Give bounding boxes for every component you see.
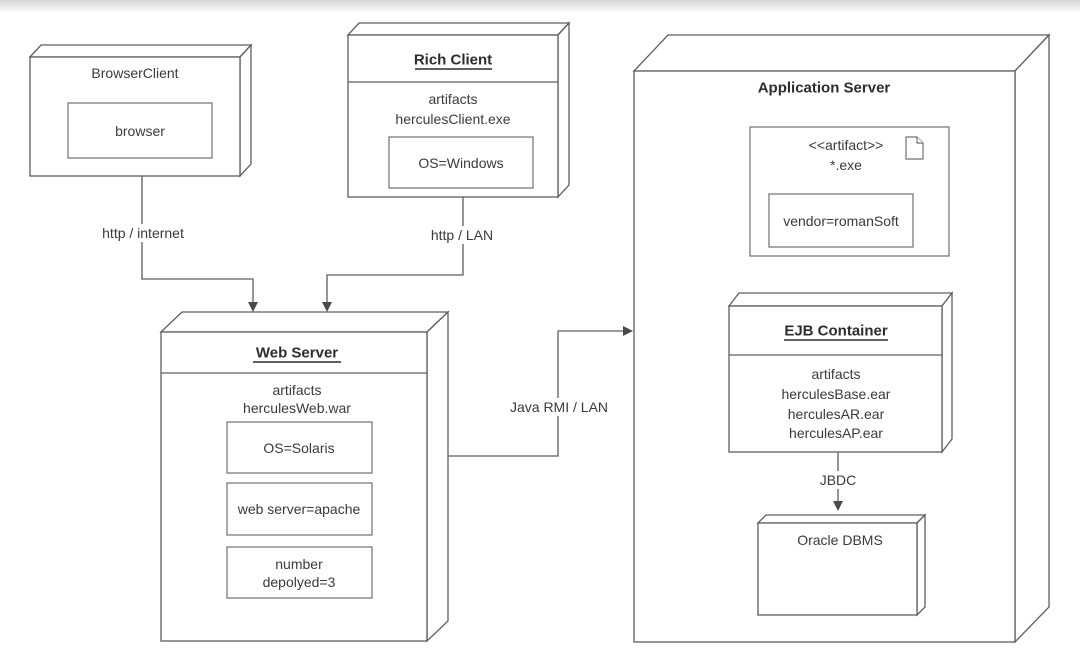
node-title: Rich Client: [414, 52, 492, 69]
node-top-face: [727, 292, 954, 307]
connector-line: [326, 197, 464, 302]
artifact-name: herculesBase.ear: [782, 386, 891, 402]
connector-line: [448, 330, 623, 457]
node-title: Application Server: [758, 80, 891, 97]
node-web-server: Web Server artifacts herculesWeb.war OS=…: [159, 310, 450, 643]
arrowhead-right: [623, 326, 633, 336]
connector-label-bg: [502, 398, 616, 416]
connector-label-bg: [424, 226, 500, 244]
node-side-face: [426, 310, 449, 643]
document-icon: [905, 136, 924, 160]
property-label-number-line2: depolyed=3: [263, 574, 336, 590]
node-browser-client: BrowserClient browser: [28, 43, 253, 178]
node-top-face: [756, 514, 927, 524]
artifact-exe: <<artifact>> *.exe vendor=romanSoft: [749, 126, 950, 257]
property-box-number: [226, 546, 373, 599]
node-front-face: [728, 305, 943, 453]
arrowhead-down: [833, 501, 843, 511]
node-top-face: [28, 44, 253, 58]
artifacts-heading: artifacts: [272, 382, 321, 398]
property-label: vendor=romanSoft: [783, 213, 899, 229]
node-top-face: [159, 311, 450, 333]
property-label: OS=Windows: [418, 155, 503, 171]
arrowhead-down: [248, 302, 258, 312]
property-box-os: [226, 421, 373, 474]
property-label-os: OS=Solaris: [263, 440, 334, 456]
connector-label: Java RMI / LAN: [510, 399, 608, 415]
node-title: Web Server: [256, 345, 338, 362]
artifact-name: herculesWeb.war: [243, 400, 351, 416]
property-box: [768, 193, 914, 248]
node-side-face: [239, 43, 252, 178]
node-top-face: [346, 22, 571, 36]
node-side-face: [1014, 33, 1050, 644]
property-box-server: [226, 482, 373, 536]
artifact-name: *.exe: [830, 157, 862, 173]
connector-ejb-to-oracle: JBDC: [817, 452, 859, 511]
node-front-face: [757, 522, 918, 616]
node-side-face: [916, 513, 926, 617]
artifact-name: herculesAP.ear: [789, 425, 883, 441]
property-label-number-line1: number: [275, 556, 323, 572]
node-side-face: [557, 21, 570, 199]
document-icon-fold: [916, 137, 923, 144]
node-ejb-container: EJB Container artifacts herculesBase.ear…: [727, 291, 954, 454]
connector-label-bg: [817, 471, 859, 489]
component-box: [67, 102, 213, 159]
node-oracle-dbms: Oracle DBMS: [756, 513, 927, 617]
node-title: Oracle DBMS: [797, 532, 883, 548]
connector-browser-to-web: http / internet: [91, 176, 258, 312]
connector-label: http / internet: [102, 225, 184, 241]
node-title: EJB Container: [784, 323, 888, 340]
artifact-stereotype: <<artifact>>: [809, 137, 884, 153]
artifacts-heading: artifacts: [811, 366, 860, 382]
connector-rich-to-web: http / LAN: [322, 197, 500, 312]
node-application-server: Application Server <<artifact>> *.exe ve…: [632, 33, 1051, 644]
property-box: [388, 136, 534, 189]
artifact-name: herculesAR.ear: [788, 406, 885, 422]
connector-label: JBDC: [820, 472, 857, 488]
node-rich-client: Rich Client artifacts herculesClient.exe…: [346, 21, 571, 199]
artifact-name: herculesClient.exe: [395, 111, 510, 127]
property-label-server: web server=apache: [237, 501, 361, 517]
connector-label-bg: [91, 224, 195, 242]
arrowhead-down: [322, 302, 332, 312]
node-title: BrowserClient: [91, 65, 178, 81]
connector-web-to-app: Java RMI / LAN: [448, 326, 633, 457]
component-label: browser: [115, 123, 165, 139]
connector-label: http / LAN: [431, 227, 493, 243]
node-top-face: [632, 34, 1051, 72]
window-top-fade: [0, 0, 1080, 13]
node-side-face: [941, 291, 953, 454]
artifacts-heading: artifacts: [428, 91, 477, 107]
